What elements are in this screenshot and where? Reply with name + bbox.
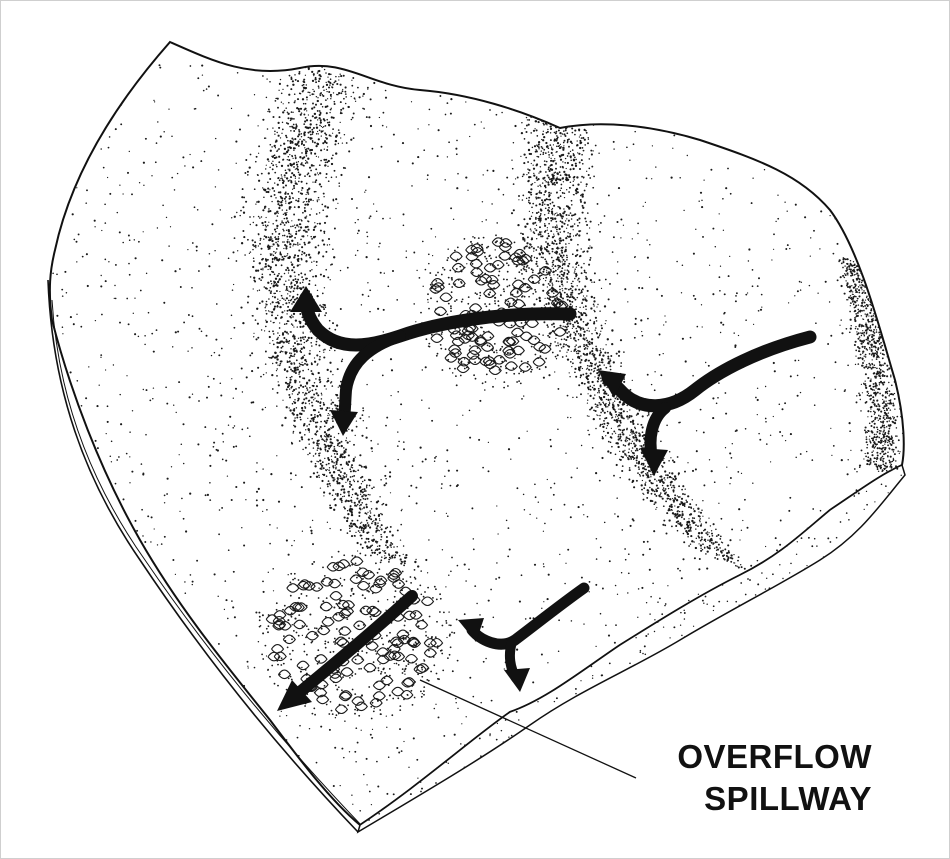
callout-label-line-2: SPILLWAY <box>677 778 872 820</box>
callout-label: OVERFLOW SPILLWAY <box>677 736 872 820</box>
land-surface <box>50 42 904 825</box>
callout-label-line-1: OVERFLOW <box>677 736 872 778</box>
